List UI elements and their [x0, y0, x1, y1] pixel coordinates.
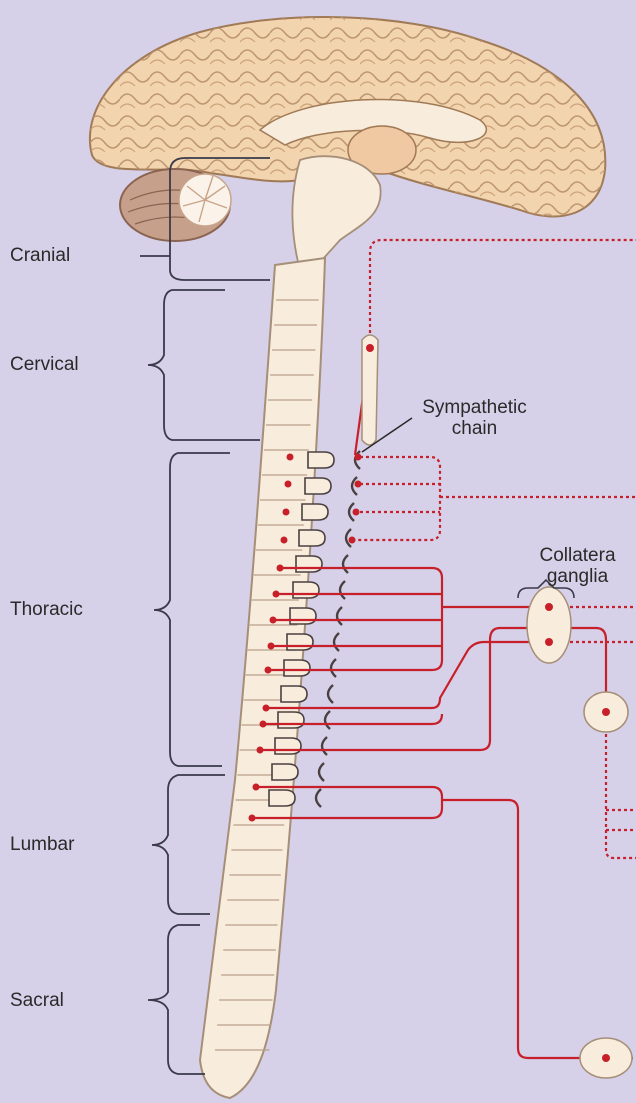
sacral-bracket — [148, 925, 205, 1074]
spinal-cord — [200, 258, 325, 1098]
label-thoracic: Thoracic — [10, 600, 83, 619]
chain-ganglion-link — [337, 607, 342, 625]
neuron-cell-body — [270, 617, 277, 624]
label-collateral-line1: Collatera — [515, 546, 636, 567]
neuron-cell-body — [265, 667, 272, 674]
label-sympathetic-chain-line2: chain — [412, 419, 537, 440]
neuron-cell-body — [281, 537, 288, 544]
paravertebral-ganglion — [287, 634, 313, 650]
neuron-cell-body — [349, 537, 356, 544]
label-sacral: Sacral — [10, 991, 64, 1010]
thoracic-bracket — [154, 453, 230, 766]
label-lumbar: Lumbar — [10, 835, 74, 854]
neuron-cell-body — [355, 481, 362, 488]
neuron-cell-body — [283, 509, 290, 516]
paravertebral-ganglion — [302, 504, 328, 520]
chain-ganglion-link — [340, 581, 345, 599]
chain-ganglion-link — [319, 763, 324, 781]
paravertebral-ganglion — [299, 530, 325, 546]
neuron-cell-body — [277, 565, 284, 572]
cranial-postganglionic — [370, 240, 636, 345]
label-cervical: Cervical — [10, 355, 79, 374]
neuron-cell-body — [287, 454, 294, 461]
paravertebral-ganglion — [296, 556, 322, 572]
neuron-cell-body — [260, 721, 267, 728]
label-sympathetic-chain-line1: Sympathetic — [412, 398, 537, 419]
label-collateral-line2: ganglia — [515, 567, 636, 588]
paravertebral-ganglion — [269, 790, 295, 806]
neuron-cell-body — [268, 643, 275, 650]
neuron-cell-body — [285, 481, 292, 488]
chain-ganglion-link — [322, 737, 327, 755]
paravertebral-ganglion — [281, 686, 307, 702]
cervical-bracket — [148, 290, 260, 440]
lumbar-bracket — [152, 775, 225, 914]
cervical-chain — [362, 335, 378, 445]
paravertebral-ganglion — [308, 452, 334, 468]
paravertebral-ganglion — [293, 582, 319, 598]
label-cranial: Cranial — [10, 246, 70, 265]
chain-ganglion-link — [325, 711, 330, 729]
chain-ganglion-link — [316, 789, 321, 807]
paravertebral-ganglion — [290, 608, 316, 624]
paravertebral-ganglion — [284, 660, 310, 676]
chain-ganglion-link — [328, 685, 333, 703]
neuron-cell-body — [353, 509, 360, 516]
neuron-cell-body — [249, 815, 256, 822]
neuron-cell-body — [257, 747, 264, 754]
brainstem — [292, 156, 380, 270]
paravertebral-ganglion — [305, 478, 331, 494]
paravertebral-ganglion — [272, 764, 298, 780]
neuron-cell-body — [273, 591, 280, 598]
chain-ganglion-link — [331, 659, 336, 677]
label-collateral-ganglia: Collatera ganglia — [515, 546, 636, 588]
neuron-cell-body — [253, 784, 260, 791]
paravertebral-ganglion — [278, 712, 304, 728]
chain-ganglion-link — [343, 555, 348, 573]
chain-ganglion-link — [334, 633, 339, 651]
label-sympathetic-chain: Sympathetic chain — [412, 398, 537, 440]
paravertebral-ganglion — [275, 738, 301, 754]
neuron-cell-body — [263, 705, 270, 712]
neuron-cell-body — [355, 454, 362, 461]
brain — [90, 17, 605, 270]
